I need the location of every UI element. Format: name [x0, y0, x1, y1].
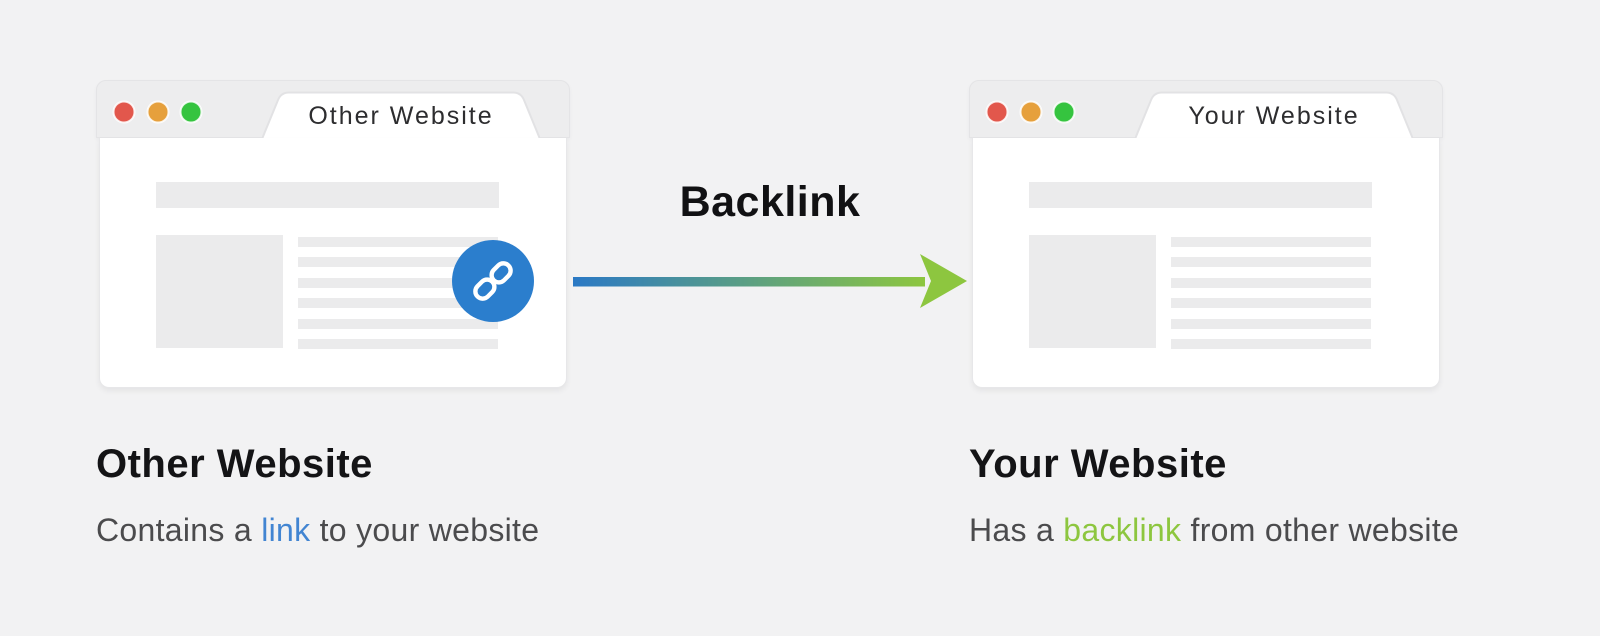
placeholder-image-block — [156, 235, 283, 348]
other-website-caption: Other Website Contains a link to your we… — [96, 441, 616, 549]
caption-text-post: to your website — [310, 512, 540, 548]
caption-heading: Your Website — [969, 442, 1227, 486]
placeholder-line — [1171, 277, 1371, 288]
placeholder-text-lines — [298, 237, 498, 349]
your-website-caption: Your Website Has a backlink from other w… — [969, 441, 1489, 549]
placeholder-line — [298, 277, 498, 288]
backlink-arrow — [573, 254, 967, 308]
maximize-light-icon — [179, 100, 203, 124]
minimize-light-icon — [1019, 100, 1043, 124]
minimize-light-icon — [146, 100, 170, 124]
caption-text-pre: Has a — [969, 512, 1064, 548]
caption-subtitle: Has a backlink from other website — [969, 511, 1489, 549]
placeholder-line — [1171, 318, 1371, 329]
placeholder-line — [1171, 298, 1371, 309]
placeholder-text-lines — [1171, 237, 1371, 349]
link-badge — [452, 240, 534, 322]
caption-text-post: from other website — [1181, 512, 1460, 548]
caption-subtitle: Contains a link to your website — [96, 511, 616, 549]
backlink-keyword: backlink — [1063, 512, 1182, 548]
maximize-light-icon — [1052, 100, 1076, 124]
placeholder-line — [298, 318, 498, 329]
tab-title: Other Website — [308, 102, 494, 130]
backlink-label: Backlink — [679, 178, 861, 226]
placeholder-image-block — [1029, 235, 1156, 348]
placeholder-line — [298, 298, 498, 309]
chain-link-icon — [473, 261, 513, 301]
webpage-content — [972, 138, 1440, 388]
other-website-window: Other Website — [96, 80, 570, 388]
webpage-content — [99, 138, 567, 388]
placeholder-line — [298, 257, 498, 268]
close-light-icon — [985, 100, 1009, 124]
traffic-lights — [985, 100, 1076, 124]
your-website-window: Your Website — [969, 80, 1443, 388]
browser-tab — [1135, 91, 1413, 139]
placeholder-line — [1171, 237, 1371, 247]
traffic-lights — [112, 100, 203, 124]
placeholder-line — [298, 338, 498, 349]
arrow-shaft — [573, 277, 925, 287]
tab-outline — [1135, 91, 1413, 139]
placeholder-header-bar — [156, 182, 499, 208]
placeholder-line — [298, 237, 498, 247]
tab-title: Your Website — [1188, 102, 1360, 130]
caption-heading: Other Website — [96, 442, 373, 486]
placeholder-line — [1171, 257, 1371, 268]
browser-tab — [262, 91, 540, 139]
close-light-icon — [112, 100, 136, 124]
link-keyword: link — [261, 512, 311, 548]
placeholder-header-bar — [1029, 182, 1372, 208]
arrow-head — [920, 254, 967, 308]
caption-text-pre: Contains a — [96, 512, 262, 548]
tab-outline — [262, 91, 540, 139]
placeholder-line — [1171, 338, 1371, 349]
